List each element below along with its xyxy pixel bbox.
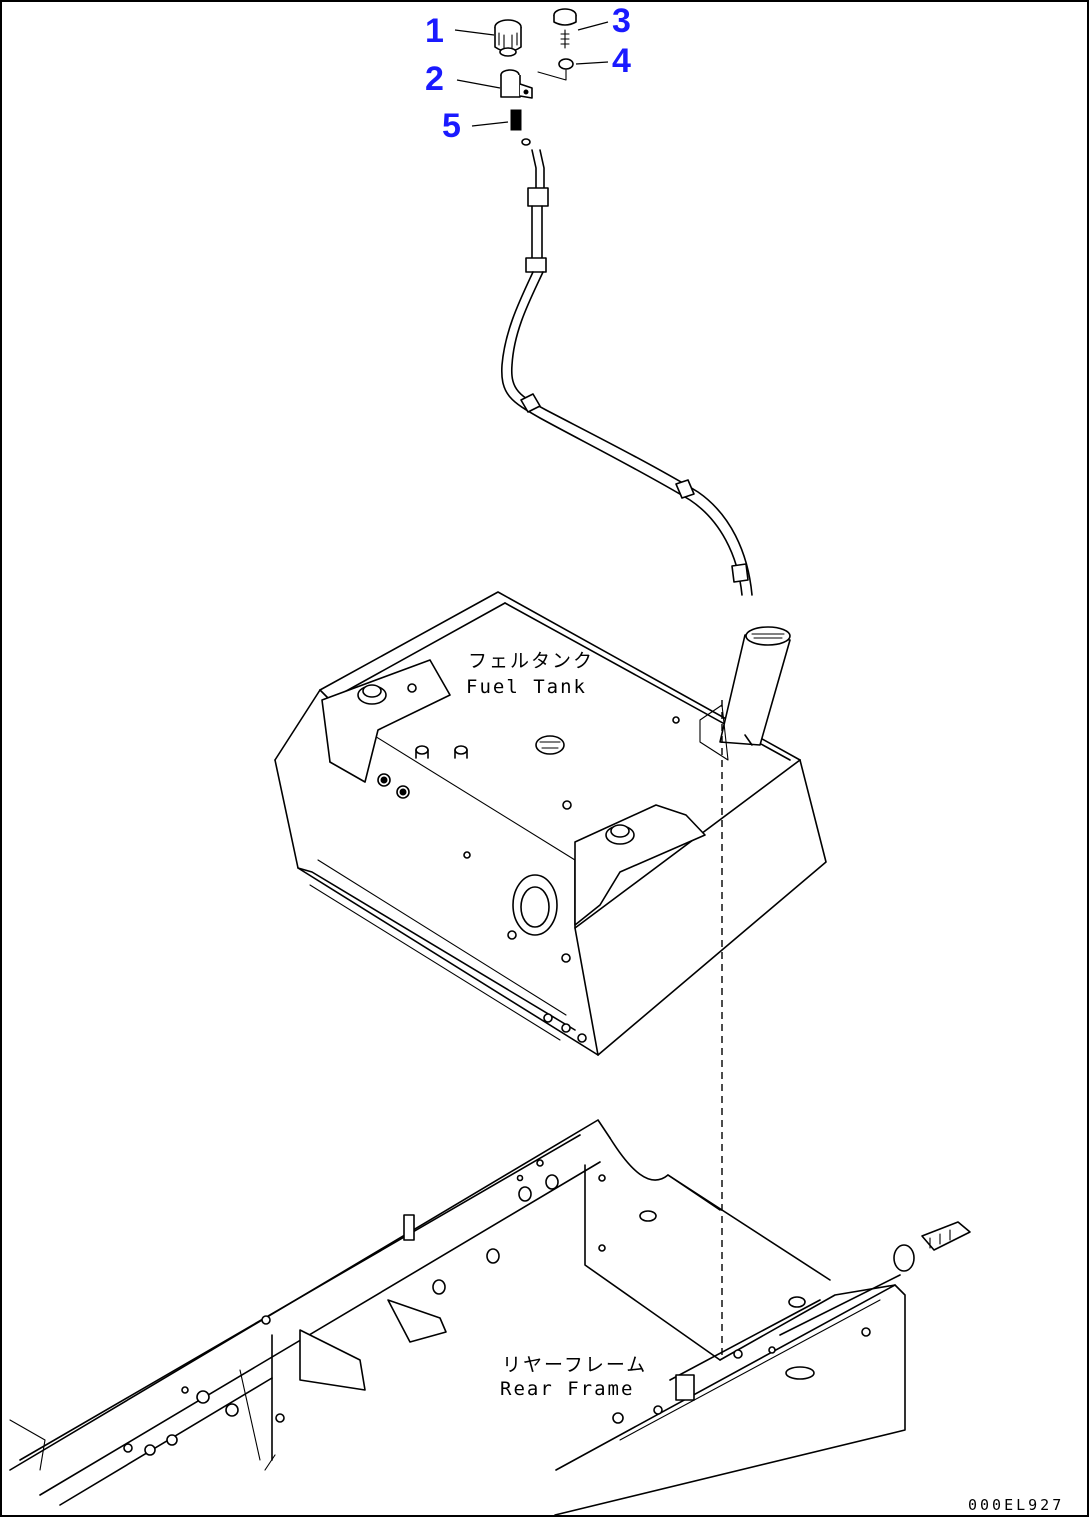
callout-4: 4 — [575, 42, 631, 80]
drawing-code: 000EL927 — [968, 1496, 1064, 1514]
part-5-fitting — [510, 109, 531, 146]
fuel-tank-label-jp: フェルタンク — [468, 650, 594, 672]
callout-number: 4 — [612, 42, 631, 80]
fuel-tank — [274, 591, 827, 1056]
callout-number: 1 — [425, 12, 444, 50]
fuel-tank-label-en: Fuel Tank — [466, 676, 587, 698]
part-2-adapter — [500, 69, 533, 99]
callout-1: 1 — [425, 12, 495, 50]
callout-number: 3 — [612, 2, 631, 40]
part-1-cap — [494, 19, 522, 57]
callout-2: 2 — [425, 60, 501, 98]
callout-5: 5 — [442, 107, 509, 145]
part-4-washer — [537, 58, 574, 81]
part-3-plug — [553, 8, 577, 49]
callout-3: 3 — [577, 2, 631, 40]
rear-frame-label-en: Rear Frame — [500, 1378, 634, 1400]
callout-number: 5 — [442, 107, 461, 145]
callout-number: 2 — [425, 60, 444, 98]
fuel-hose — [501, 149, 753, 596]
rear-frame-label-jp: リヤーフレーム — [502, 1354, 647, 1376]
rear-frame — [9, 1119, 971, 1516]
